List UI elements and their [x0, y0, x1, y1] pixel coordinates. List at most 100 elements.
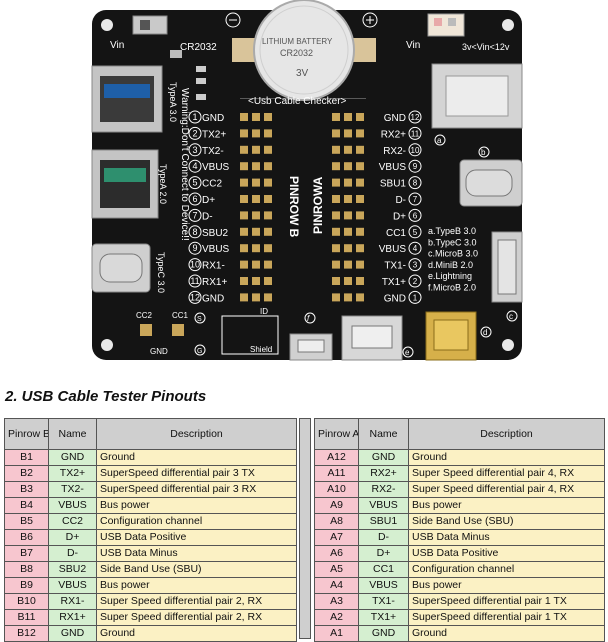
column-header: Pinrow B — [4, 418, 49, 450]
pin-pad — [356, 244, 364, 253]
pin-label: SBU1 — [380, 179, 407, 190]
pin-number-ring — [188, 241, 202, 255]
pin-number-ring — [408, 110, 422, 124]
cr2032-label: CR2032 — [180, 42, 217, 53]
mounting-hole-icon — [502, 19, 514, 31]
name-cell: GND — [48, 449, 97, 466]
pin-number: 5 — [413, 228, 418, 237]
description-cell: Bus power — [96, 577, 297, 594]
pin-pad — [344, 211, 352, 220]
port-letter-b: b — [481, 148, 486, 157]
pin-pad — [252, 113, 260, 121]
port-letter-c: c — [509, 312, 513, 321]
pin-pad — [344, 162, 352, 171]
description-cell: Ground — [96, 449, 297, 466]
pin-pad — [264, 260, 272, 269]
description-cell: Bus power — [96, 497, 297, 514]
pin-label: D- — [202, 211, 213, 222]
pin-number: 4 — [413, 244, 418, 253]
description-cell: Super Speed differential pair 4, RX — [408, 481, 605, 498]
mounting-hole-icon — [502, 339, 514, 351]
pin-label: CC1 — [386, 228, 406, 239]
pin-pad — [264, 162, 272, 171]
pin-pad — [332, 244, 340, 253]
port-letter-a: a — [437, 136, 442, 145]
pin-cell: B7 — [4, 545, 49, 562]
letter-g: G — [197, 348, 202, 355]
pin-label: VBUS — [202, 244, 230, 255]
pin-pad — [344, 244, 352, 253]
minus-icon — [225, 12, 241, 28]
pin-pad — [240, 211, 248, 220]
pin-number-ring — [408, 290, 422, 304]
pin-pad — [356, 145, 364, 154]
name-cell: VBUS — [358, 577, 409, 594]
port-legend-item: f.MicroB 2.0 — [428, 283, 476, 293]
pin-pad — [264, 145, 272, 154]
pin-label: VBUS — [202, 162, 230, 173]
pin-pad — [240, 227, 248, 236]
description-cell: USB Data Positive — [96, 529, 297, 546]
port-letter-d: d — [483, 328, 487, 337]
pin-pad — [332, 129, 340, 138]
pin-pad — [332, 195, 340, 203]
name-cell: CC2 — [48, 513, 97, 530]
pin-cell: A2 — [314, 609, 359, 626]
pin-number-ring — [408, 208, 422, 222]
typec-30-label: TypeC 3.0 — [156, 252, 166, 293]
pin-number-ring — [188, 258, 202, 272]
id-label: ID — [260, 307, 268, 316]
pin-pad — [344, 227, 352, 236]
pin-pad — [356, 211, 364, 220]
pin-number-ring — [188, 274, 202, 288]
port-legend-item: e.Lightning — [428, 271, 472, 281]
pin-label: D+ — [202, 195, 215, 206]
pin-label: RX1+ — [202, 277, 227, 288]
pin-number: 12 — [190, 292, 200, 302]
pin-number: 8 — [192, 227, 197, 237]
pin-cell: B9 — [4, 577, 49, 594]
vin-connector[interactable] — [427, 13, 465, 37]
pin-label: SBU2 — [202, 228, 229, 239]
pin-cell: B4 — [4, 497, 49, 514]
pin-cell: A3 — [314, 593, 359, 610]
pin-cell: A11 — [314, 465, 359, 482]
name-cell: RX1+ — [48, 609, 97, 626]
pin-number-ring — [188, 110, 202, 124]
pin-pad — [344, 293, 352, 302]
pin-number: 10 — [411, 146, 420, 155]
column-header: Name — [358, 418, 409, 450]
pin-number: 1 — [413, 293, 418, 302]
name-cell: GND — [48, 625, 97, 642]
name-cell: TX2+ — [48, 465, 97, 482]
pinrow-a-label: PINROWA — [311, 176, 325, 234]
pin-pad — [356, 260, 364, 269]
pin-number: 9 — [413, 162, 418, 171]
pin-number-ring — [188, 192, 202, 206]
pin-pad — [356, 293, 364, 302]
pin-cell: B8 — [4, 561, 49, 578]
pin-pad — [264, 195, 272, 203]
pin-pad — [356, 129, 364, 138]
pin-pad — [240, 277, 248, 285]
column-header: Description — [96, 418, 297, 450]
pin-label: D- — [395, 195, 406, 206]
pin-number-ring — [188, 208, 202, 222]
pin-cell: A7 — [314, 529, 359, 546]
pin-pad — [264, 113, 272, 121]
pin-number-ring — [188, 159, 202, 173]
pin-number-ring — [408, 241, 422, 255]
pin-cell: A1 — [314, 625, 359, 642]
pin-pad — [252, 277, 260, 285]
name-cell: RX2- — [358, 481, 409, 498]
pin-pad — [240, 244, 248, 253]
